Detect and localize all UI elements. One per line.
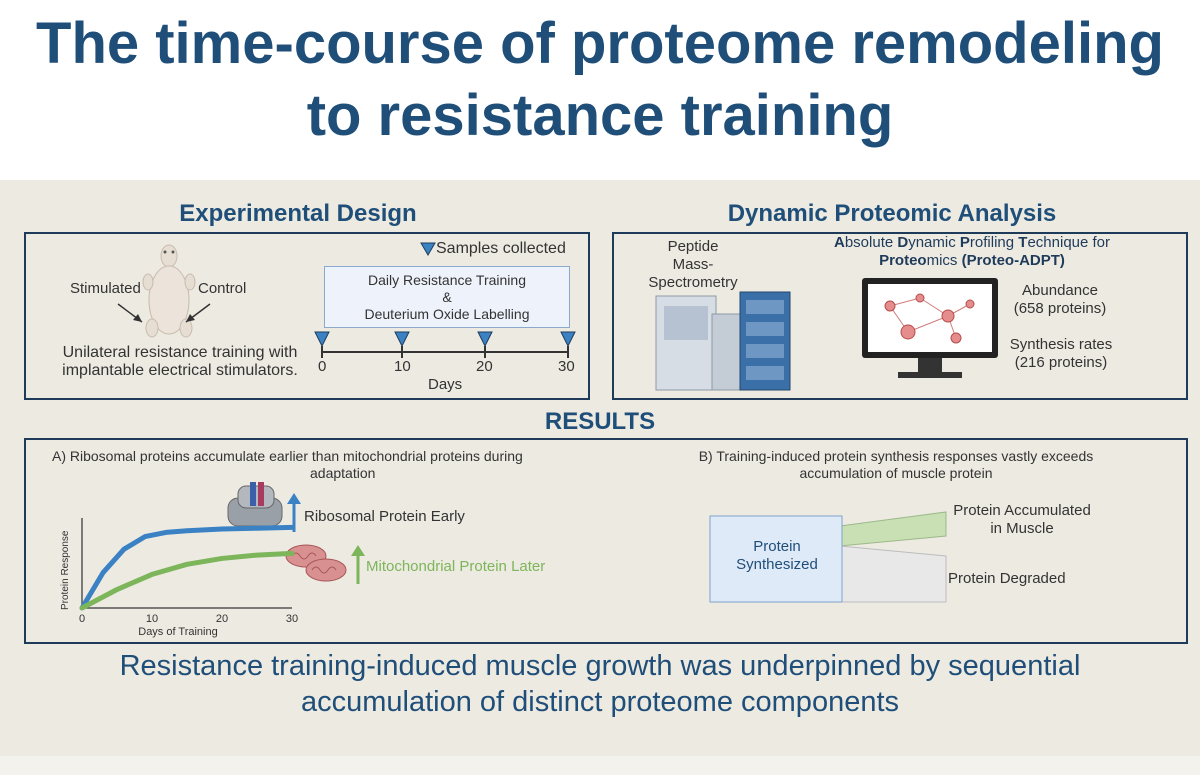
- x-tick-label: 10: [146, 613, 158, 625]
- results-box: A) Ribosomal proteins accumulate earlier…: [24, 438, 1188, 644]
- ribosomal-label: Ribosomal Protein Early: [304, 508, 465, 525]
- panel-b-title-line-2: accumulation of muscle protein: [799, 465, 993, 481]
- title-line-1: The time-course of proteome remodeling: [36, 11, 1164, 76]
- abundance-line-2: (658 proteins): [1013, 300, 1107, 317]
- abundance-line-1: Abundance: [1022, 282, 1098, 299]
- sampling-timeline: [314, 331, 576, 358]
- results-heading: RESULTS: [544, 408, 656, 435]
- adpt-title-line-2: Proteomics (Proteo-ADPT): [879, 252, 1065, 269]
- mass-spec-label: Peptide Mass-Spectrometry: [628, 238, 758, 292]
- rat-icon: [142, 244, 196, 338]
- x-tick-label: 0: [79, 613, 85, 625]
- caption-line-1: Unilateral resistance training with: [62, 344, 298, 361]
- panel-a-title-line-1: A) Ribosomal proteins accumulate earlier…: [52, 448, 523, 464]
- design-caption: Unilateral resistance training with impl…: [40, 344, 320, 380]
- protein-synthesized-label: Protein Synthesized: [714, 538, 840, 574]
- footer-strip: [0, 756, 1200, 775]
- ribosomal-series-line: [79, 524, 295, 611]
- dynamic-analysis-heading: Dynamic Proteomic Analysis: [727, 200, 1057, 227]
- adpt-title: Absolute Dynamic Profiling Technique for…: [802, 234, 1142, 270]
- conclusion-text: Resistance training-induced muscle growt…: [0, 648, 1200, 720]
- panel-b-title: B) Training-induced protein synthesis re…: [626, 448, 1166, 482]
- protocol-box: Daily Resistance Training & Deuterium Ox…: [324, 266, 570, 328]
- synthesized-block: [709, 515, 843, 603]
- sample-marker: [560, 331, 576, 358]
- experimental-design-heading: Experimental Design: [179, 200, 417, 227]
- protocol-line-3: Deuterium Oxide Labelling: [364, 306, 530, 322]
- experimental-design-box: Stimulated Control Unilateral resistance…: [24, 232, 590, 400]
- conclusion-line-2: accumulation of distinct proteome compon…: [300, 686, 900, 718]
- samples-collected-legend: Samples collected: [436, 240, 566, 257]
- sample-marker: [477, 331, 493, 358]
- abundance-label: Abundance (658 proteins): [998, 282, 1122, 318]
- title-line-2: to resistance training: [306, 83, 894, 148]
- timeline-tick: 10: [394, 358, 411, 375]
- protocol-line-1: Daily Resistance Training: [368, 272, 526, 288]
- protocol-text: Daily Resistance Training & Deuterium Ox…: [325, 272, 569, 323]
- sample-marker: [394, 331, 410, 358]
- dynamic-analysis-box: Peptide Mass-Spectrometry Absolute Dynam…: [612, 232, 1188, 400]
- synthesis-label: Synthesis rates (216 proteins): [994, 336, 1128, 372]
- protein-degraded-label: Protein Degraded: [948, 570, 1066, 587]
- synthesis-line-1: Synthesis rates: [1009, 336, 1113, 353]
- synthesized-line-1: Protein: [753, 538, 801, 555]
- mass-spectrometer-icon: [655, 291, 791, 391]
- synthesized-line-2: Synthesized: [736, 556, 818, 573]
- x-tick-label: 30: [286, 613, 298, 625]
- stimulated-label: Stimulated: [70, 280, 141, 297]
- protocol-line-2: &: [442, 289, 452, 305]
- mass-spec-line-1: Peptide: [667, 238, 719, 255]
- mitochondria-icon: [285, 544, 347, 582]
- mitochondrial-series-line: [79, 550, 295, 611]
- timeline-tick: 0: [318, 358, 327, 375]
- x-tick-label: 20: [216, 613, 228, 625]
- degraded-flow: [839, 545, 947, 603]
- accumulated-line-2: in Muscle: [990, 520, 1054, 537]
- ribosome-icon: [227, 482, 283, 527]
- panel-a-title-line-2: adaptation: [310, 465, 376, 481]
- panel-a-title: A) Ribosomal proteins accumulate earlier…: [52, 448, 652, 482]
- x-axis-label: Days of Training: [138, 626, 217, 638]
- timeline-axis-label: Days: [428, 376, 463, 393]
- sample-marker: [314, 331, 330, 358]
- adpt-title-line-1: Absolute Dynamic Profiling Technique for: [833, 234, 1111, 251]
- conclusion-line-1: Resistance training-induced muscle growt…: [119, 650, 1081, 682]
- leg-arrows: [117, 303, 211, 323]
- caption-line-2: implantable electrical stimulators.: [62, 362, 298, 379]
- monitor-icon: [862, 278, 998, 378]
- mass-spec-line-2: Mass-Spectrometry: [648, 256, 738, 291]
- sample-marker-legend-icon: [420, 242, 436, 256]
- timeline-tick: 20: [476, 358, 493, 375]
- page-title: The time-course of proteome remodeling t…: [0, 8, 1200, 152]
- mitochondrial-up-arrow-icon: [351, 545, 365, 584]
- protein-flow-diagram: [709, 511, 947, 603]
- mitochondrial-label: Mitochondrial Protein Later: [366, 558, 546, 575]
- accumulated-flow: [839, 511, 947, 547]
- panel-b-title-line-1: B) Training-induced protein synthesis re…: [698, 448, 1094, 464]
- control-label: Control: [198, 280, 247, 297]
- protein-response-chart: Protein Response Days of Training 0 10 20 3…: [60, 518, 298, 638]
- y-axis-label: Protein Response: [60, 530, 71, 610]
- abstract-panel: Experimental Design Stimulated Control U…: [0, 180, 1200, 756]
- accumulated-line-1: Protein Accumulated: [953, 502, 1091, 519]
- synthesis-line-2: (216 proteins): [1014, 354, 1108, 371]
- timeline-tick: 30: [558, 358, 575, 375]
- protein-accumulated-label: Protein Accumulated in Muscle: [946, 502, 1098, 538]
